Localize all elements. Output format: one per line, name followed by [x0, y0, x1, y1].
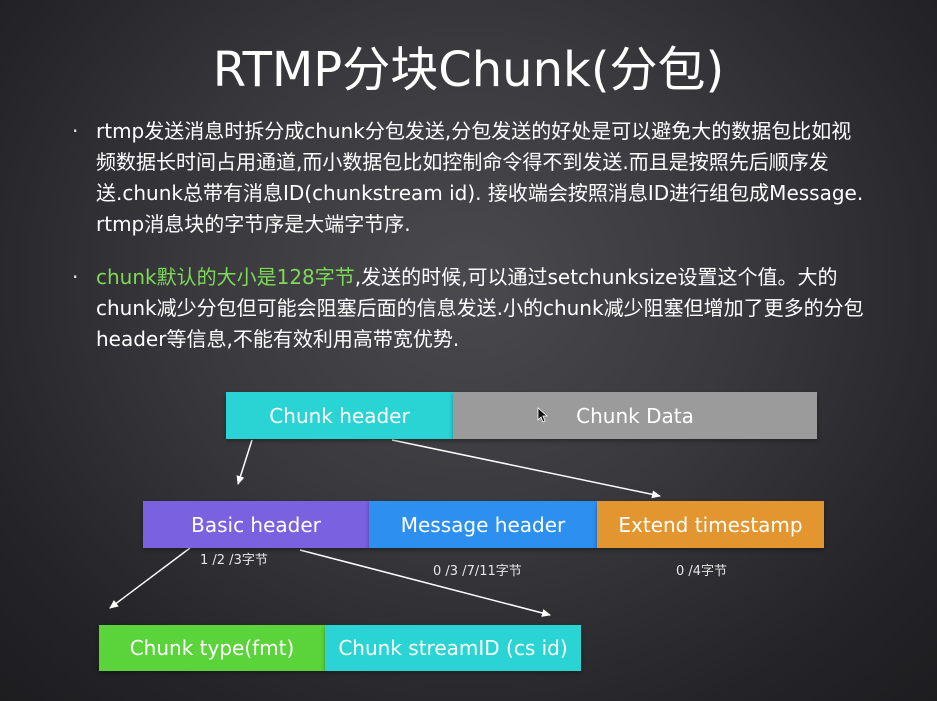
arrow-basic-to-type: [109, 547, 191, 609]
mouse-pointer-icon: [537, 407, 549, 423]
extend-timestamp-box: Extend timestamp: [597, 501, 824, 548]
chunk-header-box: Chunk header: [226, 392, 453, 439]
slide-title: RTMP分块Chunk(分包): [212, 42, 725, 98]
chunk-header-label: Chunk header: [269, 403, 410, 428]
basic-header-label: Basic header: [191, 512, 321, 537]
chunk-data-box: Chunk Data: [453, 392, 817, 439]
arrow-basic-to-streamid: [299, 549, 551, 617]
message-header-label: Message header: [400, 512, 566, 537]
bullet-list: · rtmp发送消息时拆分成chunk分包发送,分包发送的好处是可以避免大的数据…: [70, 116, 870, 355]
bullet-item-chunking: · rtmp发送消息时拆分成chunk分包发送,分包发送的好处是可以避免大的数据…: [70, 116, 870, 240]
bullet-item-chunk-size: · chunk默认的大小是128字节,发送的时候,可以通过setchunksiz…: [70, 262, 870, 355]
chunk-data-label: Chunk Data: [576, 403, 694, 428]
message-header-size-label: 0 /3 /7/11字节: [433, 564, 522, 579]
bullet-dot-icon: ·: [72, 265, 79, 289]
bullet-dot-icon: ·: [72, 119, 79, 143]
chunk-stream-id-label: Chunk streamID (cs id): [338, 636, 568, 660]
chunk-type-box: Chunk type(fmt): [99, 625, 325, 671]
basic-header-box: Basic header: [143, 501, 369, 548]
bullet-text: rtmp发送消息时拆分成chunk分包发送,分包发送的好处是可以避免大的数据包比…: [96, 119, 864, 236]
bullet-highlight-text: chunk默认的大小是128字节: [96, 265, 355, 289]
arrow-header-to-basic: [236, 439, 253, 485]
message-header-box: Message header: [369, 501, 597, 548]
chunk-stream-id-box: Chunk streamID (cs id): [325, 625, 581, 671]
chunk-type-label: Chunk type(fmt): [129, 636, 295, 660]
extend-timestamp-size-label: 0 /4字节: [676, 564, 728, 579]
bullet-text: ,发送的时候,可以通过setchunksize设置这个值。大的chunk减少分包…: [96, 265, 864, 351]
extend-timestamp-label: Extend timestamp: [618, 512, 803, 537]
arrow-header-to-extend: [391, 439, 661, 499]
basic-header-size-label: 1 /2 /3字节: [200, 553, 268, 568]
